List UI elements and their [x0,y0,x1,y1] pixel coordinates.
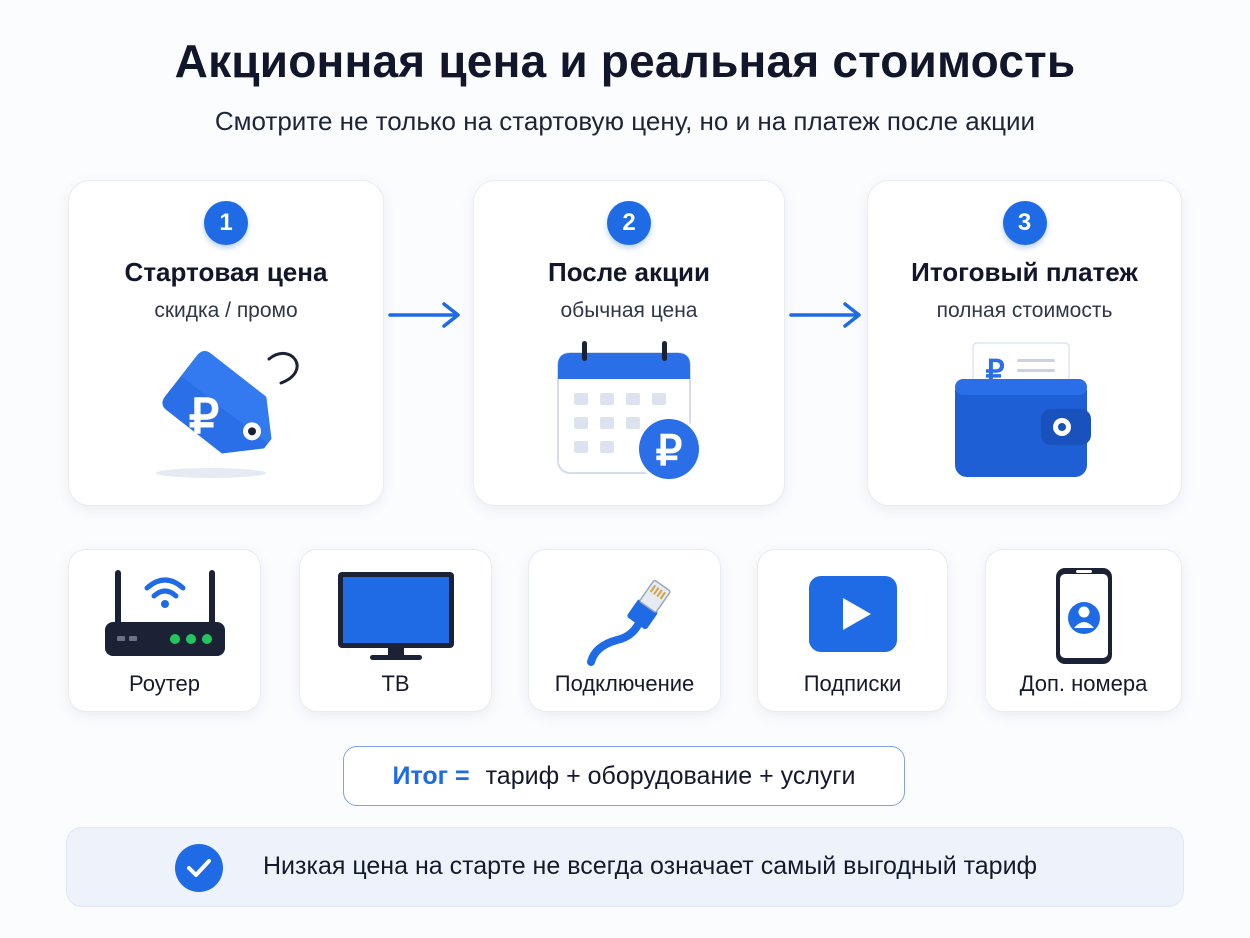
step-title: После акции [548,257,710,287]
step-number-badge: 1 [204,201,248,245]
item-label: Подписки [803,671,902,696]
step-subtitle: обычная цена [560,299,698,322]
item-label: ТВ [381,671,410,696]
page-subtitle: Смотрите не только на стартовую цену, но… [214,106,1036,136]
arrow-right-icon [388,302,460,328]
bottom-note: Низкая цена на старте не всегда означает… [66,827,1184,907]
step-card-final-payment: 3 Итоговый платеж полная стоимость ₽ [867,180,1182,506]
item-card-tv: ТВ [299,549,492,712]
arrow-right-icon [789,302,861,328]
step-card-after-promo: 2 После акции обычная цена ₽ [473,180,785,506]
phone-icon [1055,568,1112,664]
item-card-subscriptions: Подписки [757,549,948,712]
step-subtitle: полная стоимость [936,299,1113,322]
formula-expression: тариф + оборудование + услуги [485,761,856,790]
page-title: Акционная цена и реальная стоимость [174,35,1076,87]
step-title: Итоговый платеж [911,257,1138,287]
item-label: Доп. номера [1019,671,1148,696]
note-text: Низкая цена на старте не всегда означает… [263,852,1038,880]
checkmark-icon [175,844,223,892]
step-title: Стартовая цена [124,257,328,287]
step-card-start-price: 1 Стартовая цена скидка / промо ₽ [68,180,384,506]
step-number-badge: 2 [607,201,651,245]
wallet-receipt-icon: ₽ [954,342,1091,477]
router-icon [104,570,225,656]
play-icon [808,576,897,652]
item-label: Роутер [129,671,200,696]
ethernet-cable-icon [586,579,671,666]
ruble-symbol: ₽ [656,427,683,474]
item-label: Подключение [554,671,695,696]
item-card-router: Роутер [68,549,261,712]
calendar-ruble-icon: ₽ [557,341,702,481]
item-card-extra-numbers: Доп. номера [985,549,1182,712]
price-tag-ruble-icon: ₽ [156,351,299,478]
ruble-symbol: ₽ [189,391,220,444]
total-formula: Итог = тариф + оборудование + услуги [343,746,905,806]
item-card-connection: Подключение [528,549,721,712]
formula-key: Итог = [392,761,470,790]
step-subtitle: скидка / промо [154,299,298,322]
tv-icon [337,572,454,660]
step-number-badge: 3 [1002,201,1047,245]
